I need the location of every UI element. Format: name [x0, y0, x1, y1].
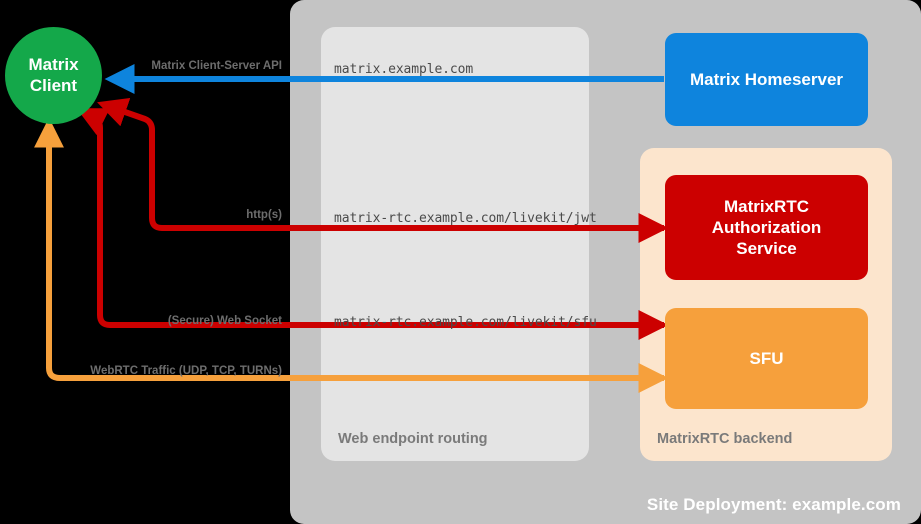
edge-label-webrtc-traffic: WebRTC Traffic (UDP, TCP, TURNs) — [90, 365, 282, 377]
web-endpoint-routing-container: Web endpoint routing — [321, 27, 589, 461]
matrix-client-label-line1: Matrix — [28, 54, 79, 74]
endpoint-url-matrix: matrix.example.com — [334, 62, 474, 77]
auth-service-label-line3: Service — [736, 239, 797, 259]
matrix-client-label-line2: Client — [29, 75, 78, 95]
endpoint-url-livekit-sfu: matrix-rtc.example.com/livekit/sfu — [334, 315, 597, 330]
node-matrix-client[interactable]: Matrix Client — [5, 27, 102, 124]
site-deployment-label: Site Deployment: example.com — [646, 495, 901, 514]
web-endpoint-routing-label: Web endpoint routing — [338, 431, 488, 447]
node-matrix-homeserver[interactable]: Matrix Homeserver — [665, 33, 868, 126]
endpoint-url-livekit-jwt: matrix-rtc.example.com/livekit/jwt — [334, 211, 597, 226]
edge-label-secure-web-socket: (Secure) Web Socket — [167, 315, 282, 327]
edge-label-matrix-client-server-api: Matrix Client-Server API — [151, 60, 282, 72]
edge-label-http-s: http(s) — [246, 209, 282, 221]
auth-service-label-line1: MatrixRTC — [723, 196, 809, 216]
node-sfu[interactable]: SFU — [665, 308, 868, 409]
matrix-homeserver-label: Matrix Homeserver — [689, 69, 844, 89]
node-matrixrtc-authorization-service[interactable]: MatrixRTC Authorization Service — [665, 175, 868, 280]
matrixrtc-backend-label: MatrixRTC backend — [657, 431, 793, 447]
sfu-label: SFU — [749, 348, 784, 368]
auth-service-label-line2: Authorization — [711, 217, 822, 237]
